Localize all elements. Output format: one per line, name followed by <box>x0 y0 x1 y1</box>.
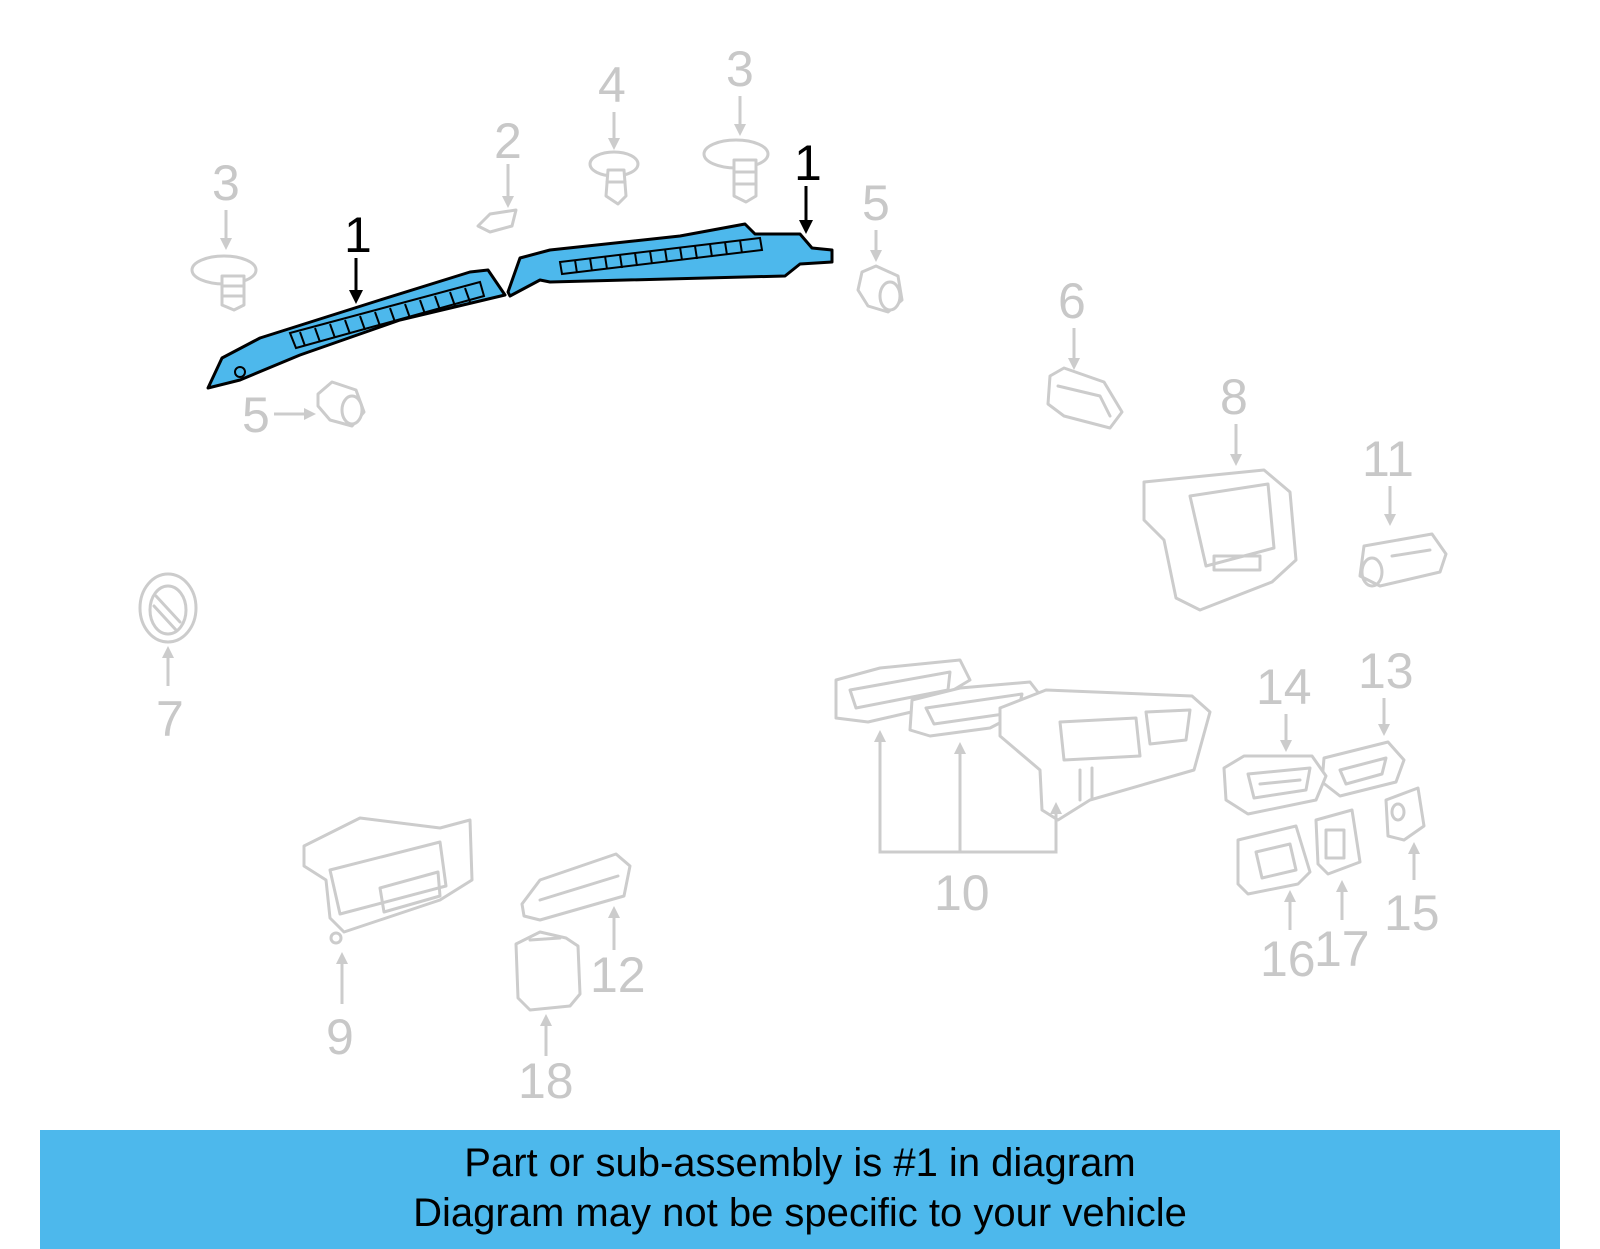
callout-7: 7 <box>156 691 184 747</box>
part-10-vent-assembly[interactable] <box>834 658 1212 822</box>
callout-arrow-1a <box>349 258 363 304</box>
callout-arrow-1b <box>799 186 813 234</box>
callout-bracket-10 <box>874 730 1062 854</box>
part-9-duct[interactable] <box>302 816 474 945</box>
part-14-vent[interactable] <box>1222 754 1328 816</box>
callout-17: 17 <box>1314 921 1370 977</box>
part-17-switch[interactable] <box>1314 808 1362 876</box>
part-5-grommet-right[interactable] <box>856 264 904 314</box>
part-16-bezel[interactable] <box>1236 824 1312 896</box>
part-3-screw-right[interactable] <box>702 138 770 204</box>
part-1-right-duct[interactable] <box>506 222 834 298</box>
callout-1a: 1 <box>344 207 372 263</box>
part-11-vent[interactable] <box>1358 532 1448 588</box>
callout-14: 14 <box>1256 659 1312 715</box>
part-18-cap[interactable] <box>514 930 582 1012</box>
callout-6: 6 <box>1058 273 1086 329</box>
callout-3a: 3 <box>212 155 240 211</box>
banner-line-2: Diagram may not be specific to your vehi… <box>413 1191 1187 1235</box>
parts-diagram: 1 1 2 3 3 <box>138 41 1448 1109</box>
part-1-left-duct[interactable] <box>206 268 507 390</box>
callout-12: 12 <box>590 947 646 1003</box>
callout-9: 9 <box>326 1009 354 1065</box>
part-7-round-vent[interactable] <box>138 572 198 644</box>
callout-18: 18 <box>518 1053 574 1109</box>
info-banner: Part or sub-assembly is #1 in diagram Di… <box>40 1130 1560 1249</box>
part-12-vent[interactable] <box>520 852 632 922</box>
part-4-clip[interactable] <box>588 150 640 206</box>
callout-5b: 5 <box>242 387 270 443</box>
callout-16: 16 <box>1260 931 1316 987</box>
callout-3b: 3 <box>726 41 754 97</box>
part-6-clip[interactable] <box>1046 366 1124 430</box>
callout-13: 13 <box>1358 643 1414 699</box>
callout-4: 4 <box>598 57 626 113</box>
part-5-grommet-left[interactable] <box>316 380 366 428</box>
part-15-bracket[interactable] <box>1384 786 1426 842</box>
callout-10: 10 <box>934 865 990 921</box>
callout-5a: 5 <box>862 175 890 231</box>
callout-1b: 1 <box>794 135 822 191</box>
part-3-screw-left[interactable] <box>190 254 258 312</box>
callout-2: 2 <box>494 113 522 169</box>
callout-11: 11 <box>1362 431 1414 487</box>
callout-15: 15 <box>1384 885 1440 941</box>
banner-line-1: Part or sub-assembly is #1 in diagram <box>464 1141 1136 1185</box>
part-8-center-panel[interactable] <box>1142 468 1298 612</box>
part-13-vent[interactable] <box>1320 740 1406 798</box>
part-2-clip[interactable] <box>476 208 518 234</box>
callout-8: 8 <box>1220 369 1248 425</box>
